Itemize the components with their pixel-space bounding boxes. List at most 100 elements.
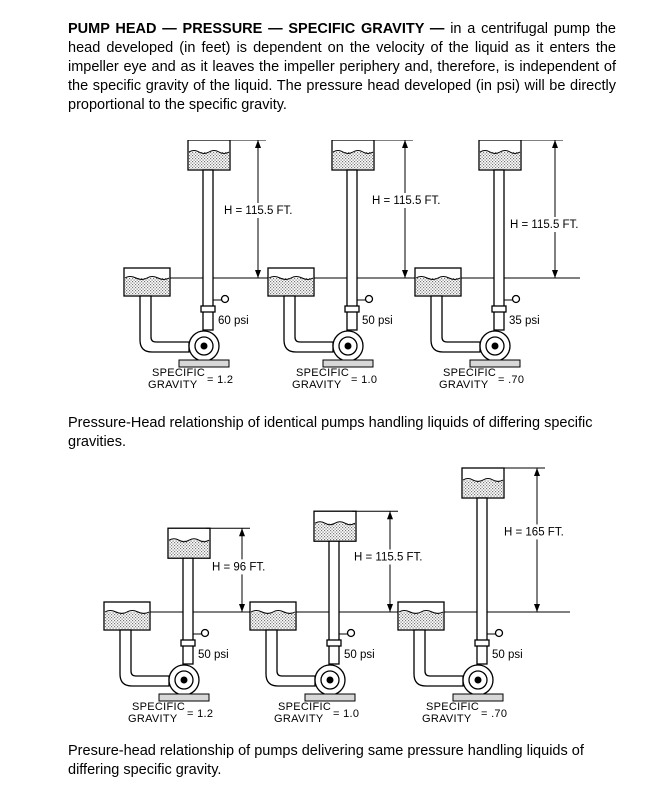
pipe-flange — [474, 639, 490, 647]
head-label-bg — [370, 193, 455, 208]
head-label-bg — [352, 549, 437, 565]
suction-tank-liquid — [251, 612, 295, 629]
arrow-down-icon — [402, 270, 408, 278]
discharge-pipe — [493, 169, 505, 331]
discharge-pipe — [346, 169, 358, 331]
suction-pipe — [265, 629, 316, 687]
pump-base — [469, 359, 521, 368]
head-label: H = 165 FT. — [504, 526, 564, 538]
arrow-up-icon — [402, 140, 408, 148]
specific-gravity-label-line1: SPECIFIC — [443, 367, 496, 379]
specific-gravity-value: = .70 — [481, 708, 507, 720]
arrow-up-icon — [534, 468, 540, 476]
liquid-surface — [250, 610, 296, 614]
pressure-label: 35 psi — [509, 315, 540, 327]
head-label: H = 115.5 FT. — [510, 219, 579, 231]
head-label-bg — [508, 217, 593, 232]
suction-tank-liquid — [125, 278, 169, 295]
specific-gravity-label-line2: GRAVITY — [274, 713, 324, 725]
pressure-gauge-icon — [346, 628, 356, 638]
specific-gravity-label-line2: GRAVITY — [148, 379, 198, 391]
discharge-tank-liquid — [315, 523, 355, 541]
suction-pipe — [413, 629, 464, 687]
liquid-surface — [398, 610, 444, 614]
suction-tank-liquid — [269, 278, 313, 295]
suction-pipe — [139, 295, 190, 353]
arrow-up-icon — [387, 511, 393, 520]
liquid-surface — [268, 276, 314, 280]
specific-gravity-value: = .70 — [498, 374, 524, 386]
specific-gravity-label-line2: GRAVITY — [292, 379, 342, 391]
arrow-up-icon — [239, 528, 245, 537]
liquid-surface — [462, 478, 504, 482]
pipe-flange — [200, 305, 216, 313]
arrow-down-icon — [534, 604, 540, 612]
discharge-tank-liquid — [169, 540, 209, 558]
liquid-surface — [168, 538, 210, 543]
discharge-pipe — [476, 497, 488, 665]
impeller-hub-icon — [474, 676, 482, 684]
pump-base — [158, 693, 210, 702]
specific-gravity-label-line2: GRAVITY — [439, 379, 489, 391]
pressure-label: 50 psi — [362, 315, 393, 327]
pump-base — [322, 359, 374, 368]
specific-gravity-label-line1: SPECIFIC — [152, 367, 205, 379]
specific-gravity-value: = 1.2 — [207, 374, 233, 386]
pressure-label: 60 psi — [218, 315, 249, 327]
liquid-surface — [104, 610, 150, 614]
specific-gravity-label-line2: GRAVITY — [422, 713, 472, 725]
pipe-flange — [180, 639, 196, 647]
head-label-bg — [502, 524, 575, 540]
intro-paragraph: PUMP HEAD — PRESSURE — SPECIFIC GRAVITY … — [68, 20, 616, 115]
pump-base — [304, 693, 356, 702]
pump-base — [452, 693, 504, 702]
pipe-flange — [491, 305, 507, 313]
pump-base — [178, 359, 230, 368]
specific-gravity-label-line1: SPECIFIC — [296, 367, 349, 379]
discharge-pipe — [182, 557, 194, 665]
suction-pipe — [430, 295, 481, 353]
head-label: H = 115.5 FT. — [354, 551, 423, 563]
specific-gravity-value: = 1.0 — [351, 374, 377, 386]
pressure-gauge-icon — [494, 628, 504, 638]
arrow-down-icon — [255, 270, 261, 278]
specific-gravity-label-line1: SPECIFIC — [278, 701, 331, 713]
discharge-pipe — [202, 169, 214, 331]
impeller-hub-icon — [491, 342, 499, 350]
head-label: H = 96 FT. — [212, 561, 265, 573]
discharge-tank-liquid — [333, 152, 373, 169]
discharge-tank-liquid — [480, 152, 520, 169]
discharge-pipe — [328, 540, 340, 665]
specific-gravity-label-line1: SPECIFIC — [132, 701, 185, 713]
pressure-gauge-icon — [364, 294, 374, 304]
suction-tank-liquid — [105, 612, 149, 629]
arrow-down-icon — [387, 604, 393, 612]
intro-body: in a centrifugal pump the head developed… — [68, 21, 616, 113]
pressure-gauge-icon — [220, 294, 230, 304]
head-label: H = 115.5 FT. — [372, 195, 441, 207]
arrow-down-icon — [239, 604, 245, 612]
figure-1-caption: Pressure-Head relationship of identical … — [68, 415, 593, 450]
specific-gravity-value: = 1.2 — [187, 708, 213, 720]
impeller-hub-icon — [344, 342, 352, 350]
pipe-flange — [344, 305, 360, 313]
liquid-surface — [332, 150, 374, 154]
pressure-label: 50 psi — [344, 649, 375, 661]
specific-gravity-label-line2: GRAVITY — [128, 713, 178, 725]
specific-gravity-value: = 1.0 — [333, 708, 359, 720]
suction-pipe — [283, 295, 334, 353]
liquid-surface — [415, 276, 461, 280]
head-label-bg — [210, 559, 276, 575]
suction-tank-liquid — [416, 278, 460, 295]
pipe-flange — [326, 639, 342, 647]
pressure-label: 50 psi — [492, 649, 523, 661]
figure-2-caption: Presure-head relationship of pumps deliv… — [68, 743, 584, 778]
suction-tank-liquid — [399, 612, 443, 629]
liquid-surface — [479, 150, 521, 154]
